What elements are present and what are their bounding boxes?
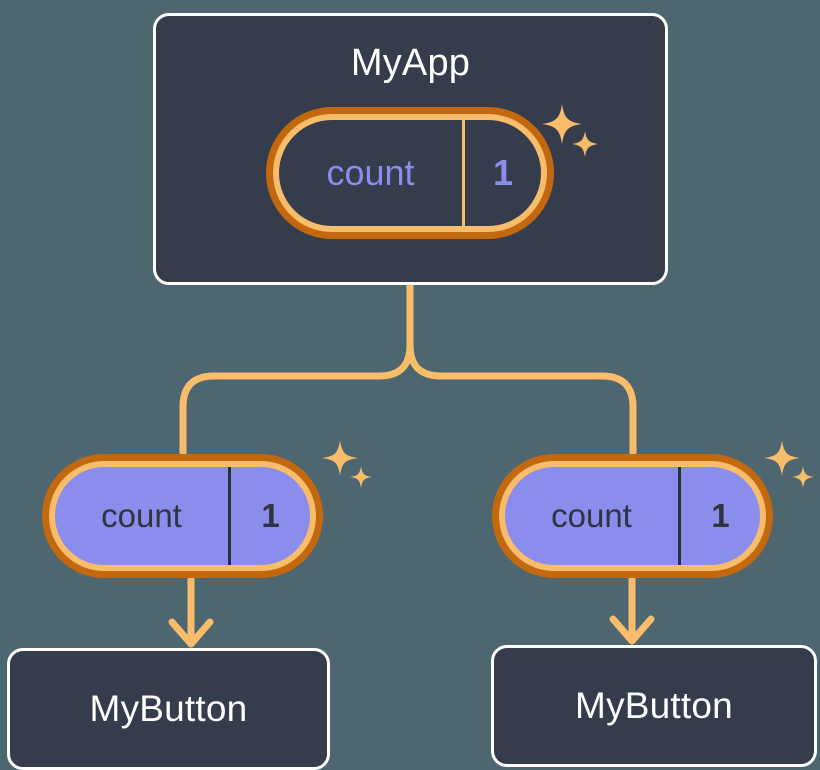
- state-divider: [678, 467, 681, 565]
- arrow-head-right: [609, 615, 655, 645]
- component-title-myapp: MyApp: [350, 42, 471, 84]
- state-value: 1: [492, 152, 514, 193]
- state-divider: [462, 120, 465, 226]
- state-pill-child-left[interactable]: count 1: [42, 454, 323, 578]
- state-pill-myapp[interactable]: count 1: [266, 107, 554, 239]
- state-key: count: [326, 152, 415, 193]
- component-title-mybutton: MyButton: [89, 688, 248, 729]
- component-title-mybutton: MyButton: [575, 685, 733, 726]
- state-key: count: [101, 497, 182, 534]
- connector-branch-left: [179, 344, 414, 460]
- connector-branch-right: [406, 344, 637, 460]
- component-box-mybutton-left[interactable]: MyButton: [7, 648, 330, 770]
- component-box-mybutton-right[interactable]: MyButton: [491, 645, 817, 767]
- state-pill-child-right[interactable]: count 1: [492, 454, 773, 578]
- state-pill-inner: count 1: [55, 467, 310, 565]
- state-pill-inner: count 1: [505, 467, 760, 565]
- state-pill-inner: count 1: [279, 120, 541, 226]
- arrow-head-left: [168, 618, 214, 648]
- state-value: 1: [261, 497, 280, 534]
- state-value: 1: [711, 497, 730, 534]
- state-key: count: [551, 497, 632, 534]
- state-divider: [228, 467, 231, 565]
